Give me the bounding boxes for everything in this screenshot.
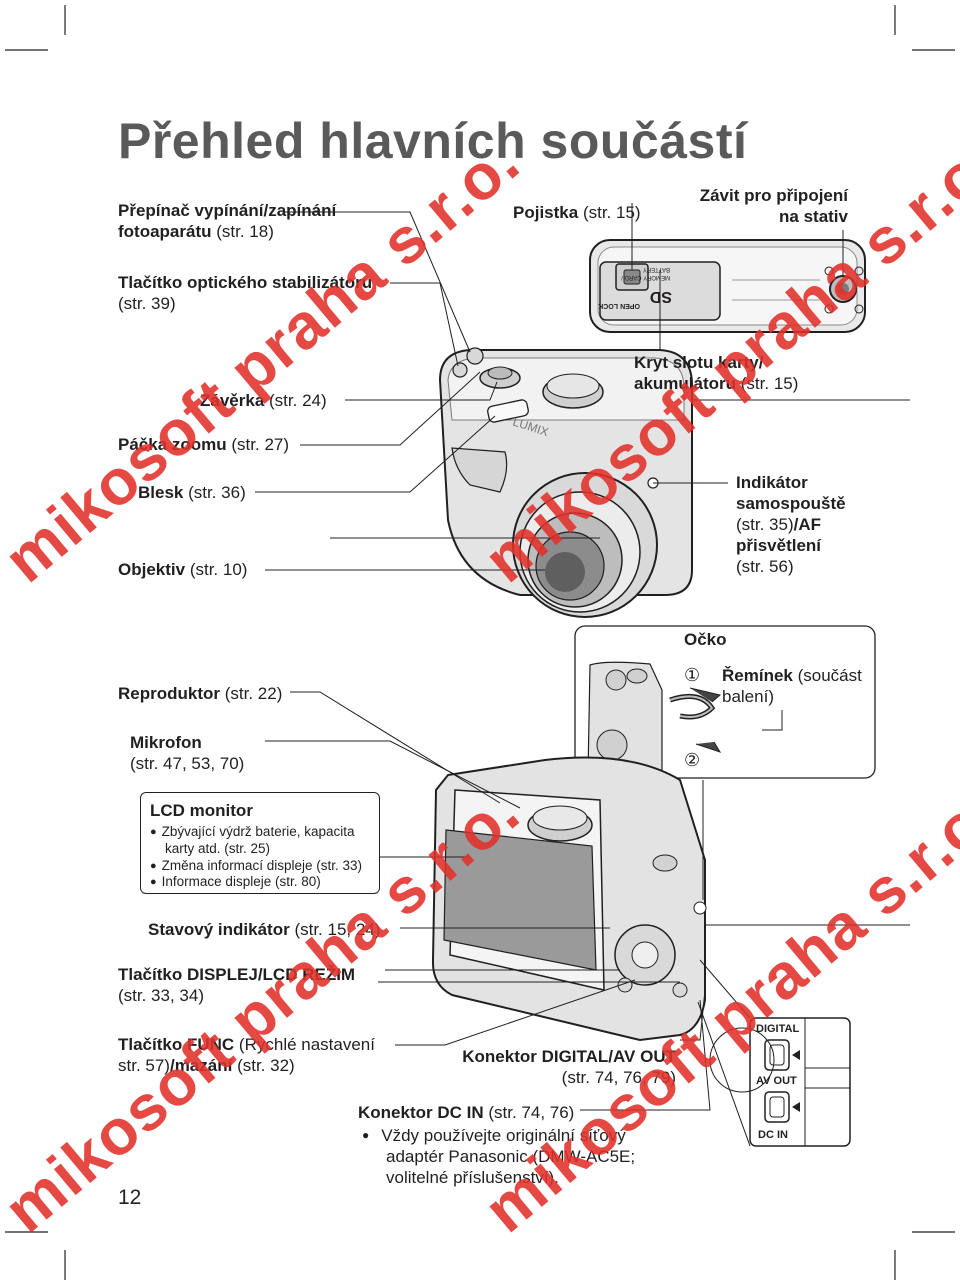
power-switch-name: Přepínač vypínání/zapínání bbox=[118, 201, 337, 220]
shutter-name: Závěrka bbox=[200, 391, 265, 410]
card-cover-line-2: akumulátoru bbox=[634, 374, 737, 393]
lcd-bullet-3: Informace displeje (str. 80) bbox=[150, 873, 321, 892]
power-switch-name-2: fotoaparátu bbox=[118, 222, 212, 241]
self-timer-ref-2: (str. 56) bbox=[736, 557, 794, 576]
camera-bottom-view bbox=[589, 239, 866, 333]
dcin-note-2: adaptér Panasonic (DMW-AC5E; bbox=[386, 1147, 636, 1166]
card-cover-line-1: Kryt slotu karty/ bbox=[634, 353, 764, 372]
self-timer-ref-1: (str. 35) bbox=[736, 515, 794, 534]
lcd-bullet-1: Zbývající výdrž baterie, kapacita bbox=[150, 823, 355, 842]
mic-ref: (str. 47, 53, 70) bbox=[130, 754, 245, 773]
flash-ref: (str. 36) bbox=[188, 483, 246, 502]
lcd-monitor-title: LCD monitor bbox=[150, 801, 253, 820]
label-shutter: Závěrka (str. 24) bbox=[200, 390, 327, 411]
speaker-name: Reproduktor bbox=[118, 684, 220, 703]
ois-ref: (str. 39) bbox=[118, 294, 176, 313]
label-digital-av-out: Konektor DIGITAL/AV OUT (str. 74, 76, 79… bbox=[452, 1046, 676, 1088]
dcin-name: Konektor DC IN bbox=[358, 1103, 484, 1122]
label-ois-button: Tlačítko optického stabilizátoru (str. 3… bbox=[118, 272, 372, 314]
dcin-note-1: Vždy používejte originální síťový bbox=[362, 1125, 626, 1148]
digital-ref: (str. 74, 76, 79) bbox=[561, 1068, 676, 1087]
tripod-line-1: Závit pro připojení bbox=[699, 186, 848, 205]
label-card-cover: Kryt slotu karty/ akumulátoru (str. 15) bbox=[634, 352, 798, 394]
sd-logo: SD bbox=[650, 288, 672, 305]
flash-name: Blesk bbox=[138, 483, 184, 502]
label-microphone: Mikrofon (str. 47, 53, 70) bbox=[130, 732, 244, 774]
camera-front-view bbox=[438, 347, 693, 618]
label-fuse: Pojistka (str. 15) bbox=[513, 202, 641, 223]
card-text-2: BATTERY bbox=[643, 266, 670, 272]
tripod-line-2: na stativ bbox=[779, 207, 848, 226]
page-title: Přehled hlavních součástí bbox=[118, 113, 748, 169]
eyelet-marker-1: ① bbox=[684, 665, 701, 685]
self-timer-line-1: Indikátor bbox=[736, 473, 808, 492]
self-timer-af: /AF bbox=[793, 515, 822, 534]
zoom-name: Páčka zoomu bbox=[118, 435, 227, 454]
label-speaker: Reproduktor (str. 22) bbox=[118, 683, 282, 704]
zoom-ref: (str. 27) bbox=[231, 435, 290, 454]
mic-name: Mikrofon bbox=[130, 733, 202, 752]
camera-back-view bbox=[431, 756, 707, 1042]
lcd-bullet-1-cont: karty atd. (str. 25) bbox=[165, 841, 271, 856]
eyelet-marker-2: ② bbox=[684, 750, 701, 770]
label-self-timer: Indikátor samospouště (str. 35)/AF přisv… bbox=[736, 472, 846, 577]
label-flash: Blesk (str. 36) bbox=[138, 482, 246, 503]
lock-text: LOCK bbox=[598, 302, 618, 309]
dcin-ref: (str. 74, 76) bbox=[488, 1103, 575, 1122]
crop-marks bbox=[5, 5, 955, 1280]
dc-in-marking: DC IN bbox=[758, 1129, 788, 1141]
eyelet-inset bbox=[574, 625, 876, 779]
power-switch-ref: (str. 18) bbox=[216, 222, 274, 241]
func-delete: /mazání bbox=[169, 1056, 233, 1075]
label-status-indicator: Stavový indikátor (str. 15, 24) bbox=[148, 919, 380, 940]
eyelet-title: Očko bbox=[684, 630, 727, 649]
ois-name: Tlačítko optického stabilizátoru bbox=[118, 273, 373, 292]
lcd-monitor-box: LCD monitor Zbývající výdrž baterie, kap… bbox=[140, 792, 380, 894]
digital-name: Konektor DIGITAL/AV OUT bbox=[462, 1047, 676, 1066]
leader-lines-back bbox=[265, 691, 910, 1111]
self-timer-line-2: samospouště bbox=[736, 494, 846, 513]
self-timer-line-4: přisvětlení bbox=[736, 536, 822, 555]
shutter-ref: (str. 24) bbox=[269, 391, 327, 410]
label-dc-in: Konektor DC IN (str. 74, 76) bbox=[358, 1102, 574, 1123]
strap-name: Řemínek bbox=[722, 666, 793, 685]
connector-inset bbox=[697, 959, 851, 1147]
strap-note-1: (součást bbox=[797, 666, 862, 685]
label-strap: Řemínek (součást balení) bbox=[722, 665, 862, 707]
page-number: 12 bbox=[118, 1186, 142, 1209]
fuse-ref: (str. 15) bbox=[582, 203, 641, 222]
label-power-switch: Přepínač vypínání/zapínání fotoaparátu (… bbox=[118, 200, 336, 242]
strap-note-2: balení) bbox=[722, 687, 774, 706]
func-name: Tlačítko FUNC bbox=[118, 1035, 235, 1054]
lens-ref: (str. 10) bbox=[189, 560, 248, 579]
display-ref: (str. 33, 34) bbox=[118, 986, 204, 1005]
av-out-marking: AV OUT bbox=[756, 1075, 797, 1087]
func-delete-ref: (str. 32) bbox=[237, 1056, 295, 1075]
digital-marking: DIGITAL bbox=[756, 1023, 799, 1035]
leader-lines-front bbox=[255, 203, 910, 571]
label-lens: Objektiv (str. 10) bbox=[118, 559, 247, 580]
lcd-bullet-2: Změna informací displeje (str. 33) bbox=[150, 857, 362, 876]
lens-name: Objektiv bbox=[118, 560, 186, 579]
status-ref: (str. 15, 24) bbox=[294, 920, 381, 939]
display-name: Tlačítko DISPLEJ/LCD REŽIM bbox=[118, 965, 356, 984]
dcin-note-3: volitelné příslušenství). bbox=[386, 1168, 559, 1187]
func-desc: (Rychlé nastavení bbox=[238, 1035, 375, 1054]
label-zoom-lever: Páčka zoomu (str. 27) bbox=[118, 434, 289, 455]
open-text: OPEN bbox=[620, 302, 640, 309]
label-func-button: Tlačítko FUNC (Rychlé nastavení str. 57)… bbox=[118, 1034, 375, 1076]
fuse-name: Pojistka bbox=[513, 203, 579, 222]
label-tripod: Závit pro připojení na stativ bbox=[690, 185, 848, 227]
status-name: Stavový indikátor bbox=[148, 920, 290, 939]
card-cover-ref: (str. 15) bbox=[740, 374, 799, 393]
label-display-button: Tlačítko DISPLEJ/LCD REŽIM (str. 33, 34) bbox=[118, 964, 355, 1006]
speaker-ref: (str. 22) bbox=[224, 684, 283, 703]
func-ref: str. 57) bbox=[118, 1056, 170, 1075]
card-text-1: MEMORY CARD / bbox=[621, 274, 670, 280]
